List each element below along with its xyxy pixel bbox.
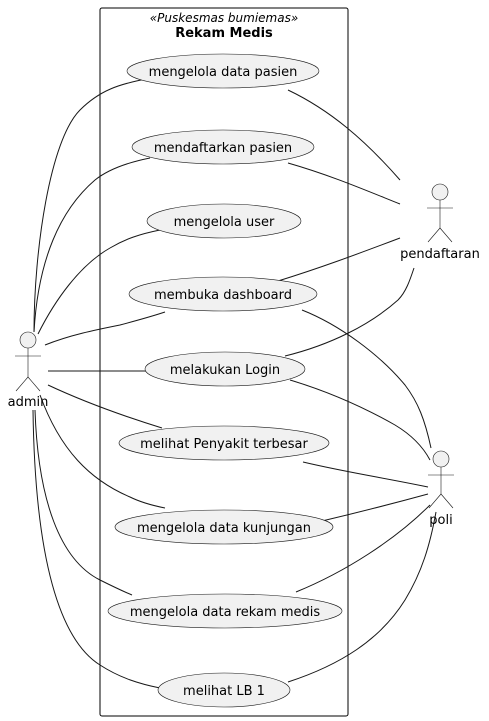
actor-head-icon <box>432 450 450 468</box>
use-case-label: melihat LB 1 <box>183 684 265 699</box>
actor-poli: poli <box>428 450 454 528</box>
actor-label-admin: admin <box>8 395 49 410</box>
assoc-poli-uc3 <box>301 309 432 449</box>
use-case-label: mengelola data rekam medis <box>130 605 320 620</box>
system-stereotype: «Puskesmas bumiemas» <box>150 11 299 25</box>
use-case-label: mendaftarkan pasien <box>154 141 292 156</box>
assoc-poli-uc7 <box>295 504 431 593</box>
actor-admin: admin <box>8 331 49 410</box>
use-case-mengelola-data-rekam-medis: mengelola data rekam medis <box>107 593 343 629</box>
use-case-melihat-lb-1: melihat LB 1 <box>157 672 291 708</box>
use-case-mendaftarkan-pasien: mendaftarkan pasien <box>131 129 315 165</box>
assoc-admin-uc7 <box>34 409 133 596</box>
assoc-pendaftaran-uc4 <box>284 267 415 357</box>
assoc-poli-uc6 <box>321 493 429 522</box>
actor-pendaftaran: pendaftaran <box>400 183 480 262</box>
assoc-poli-uc8 <box>287 511 437 683</box>
assoc-poli-uc5 <box>302 461 429 488</box>
system-boundary <box>99 7 349 717</box>
assoc-admin-uc6 <box>39 394 166 509</box>
assoc-poli-uc4 <box>289 379 431 461</box>
use-case-melihat-penyakit-terbesar: melihat Penyakit terbesar <box>118 425 330 461</box>
actor-head-icon <box>431 183 449 201</box>
assoc-admin-uc8 <box>32 409 161 689</box>
assoc-admin-uc1 <box>33 157 151 333</box>
assoc-admin-uc5 <box>47 384 163 429</box>
assoc-pendaftaran-uc3 <box>277 237 401 282</box>
assoc-pendaftaran-uc0 <box>287 89 401 181</box>
actor-label-pendaftaran: pendaftaran <box>400 247 480 262</box>
use-case-label: mengelola user <box>174 215 275 230</box>
use-case-mengelola-user: mengelola user <box>146 203 302 239</box>
use-case-mengelola-data-kunjungan: mengelola data kunjungan <box>114 509 334 545</box>
use-case-label: mengelola data kunjungan <box>137 521 311 536</box>
use-case-label: melakukan Login <box>170 363 280 378</box>
actor-label-poli: poli <box>429 513 452 528</box>
assoc-admin-uc3 <box>44 311 166 346</box>
use-case-mengelola-data-pasien: mengelola data pasien <box>126 53 320 89</box>
assoc-pendaftaran-uc1 <box>287 162 401 205</box>
assoc-admin-uc2 <box>37 229 161 335</box>
use-case-label: membuka dashboard <box>154 288 292 303</box>
system-title: Rekam Medis <box>175 26 273 41</box>
assoc-admin-uc0 <box>33 78 147 333</box>
use-case-melakukan-login: melakukan Login <box>144 351 306 387</box>
use-case-label: melihat Penyakit terbesar <box>140 437 308 452</box>
use-case-membuka-dashboard: membuka dashboard <box>128 276 318 312</box>
actor-head-icon <box>19 331 37 349</box>
association-lines <box>32 78 437 689</box>
use-case-label: mengelola data pasien <box>149 65 298 80</box>
